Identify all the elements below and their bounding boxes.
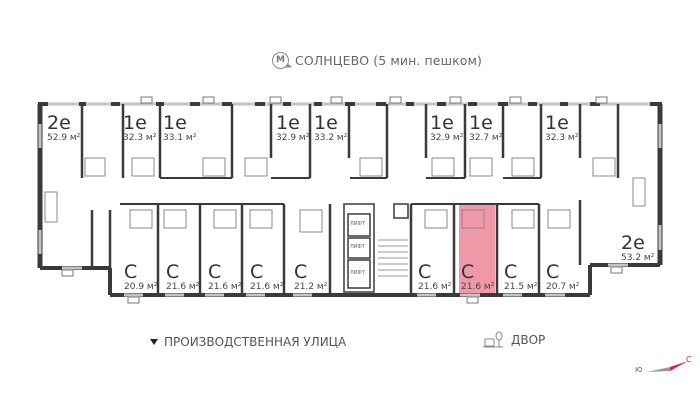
walls	[37, 96, 663, 304]
street-label: ПРОИЗВОДСТВЕННАЯ УЛИЦА	[150, 335, 346, 349]
unit-type: 1е	[314, 112, 338, 134]
triangle-down-icon	[150, 339, 158, 345]
unit-area: 32.7 м²	[469, 133, 503, 143]
unit-area: 32.3 м²	[123, 133, 157, 143]
lift-label-3: ЛИФТ	[350, 270, 365, 276]
unit-type: 1е	[469, 112, 493, 134]
unit-area: 53.2 м²	[621, 253, 655, 263]
highlighted-unit-fill[interactable]	[459, 204, 495, 295]
unit-type: С	[124, 261, 138, 283]
metro-station-label: M СОЛНЦЕВО (5 мин. пешком)	[272, 50, 482, 70]
unit-type: С	[546, 261, 560, 283]
metro-text: СОЛНЦЕВО (5 мин. пешком)	[295, 52, 483, 68]
unit-type: С	[294, 261, 308, 283]
unit-type: 1е	[163, 112, 187, 134]
street-text: ПРОИЗВОДСТВЕННАЯ УЛИЦА	[164, 335, 347, 349]
unit-area: 21.5 м²	[504, 282, 538, 292]
unit-area: 21.6 м²	[208, 282, 242, 292]
compass: Ю С	[630, 355, 700, 385]
unit-type: С	[250, 261, 264, 283]
unit-area: 21.6 м²	[461, 282, 495, 292]
unit-area: 21.6 м²	[250, 282, 284, 292]
unit-area: 21.6 м²	[166, 282, 200, 292]
yard-icon	[483, 331, 503, 348]
unit-type: С	[504, 261, 518, 283]
metro-icon: M	[272, 51, 289, 69]
unit-area: 21.2 м²	[294, 282, 328, 292]
lift-label-2: ЛИФТ	[350, 244, 365, 250]
lift-label-1: ЛИФТ	[350, 221, 365, 227]
unit-type: С	[418, 261, 432, 283]
unit-type: 1е	[545, 112, 569, 134]
compass-south-label: Ю	[635, 366, 643, 374]
unit-area: 33.1 м²	[163, 133, 197, 143]
unit-type: 1е	[276, 112, 300, 134]
compass-arrow-icon	[647, 361, 688, 372]
unit-type: С	[166, 261, 180, 283]
unit-type: 1е	[123, 112, 147, 134]
unit-type: С	[461, 261, 475, 283]
unit-area: 52.9 м²	[47, 133, 81, 143]
unit-type: 1е	[430, 112, 454, 134]
unit-area: 32.9 м²	[276, 133, 310, 143]
yard-label: ДВОР	[483, 331, 545, 349]
unit-area: 32.3 м²	[545, 133, 579, 143]
unit-type: 2е	[621, 232, 645, 254]
unit-type: С	[208, 261, 222, 283]
unit-area: 20.9 м²	[124, 282, 158, 292]
compass-north-label: С	[686, 355, 692, 364]
unit-area: 33.2 м²	[314, 133, 348, 143]
unit-area: 20.7 м²	[546, 282, 580, 292]
unit-area: 21.6 м²	[418, 282, 452, 292]
unit-area: 32.9 м²	[430, 133, 464, 143]
unit-type: 2е	[47, 112, 71, 134]
yard-text: ДВОР	[511, 333, 546, 347]
metro-letter: M	[275, 55, 286, 65]
